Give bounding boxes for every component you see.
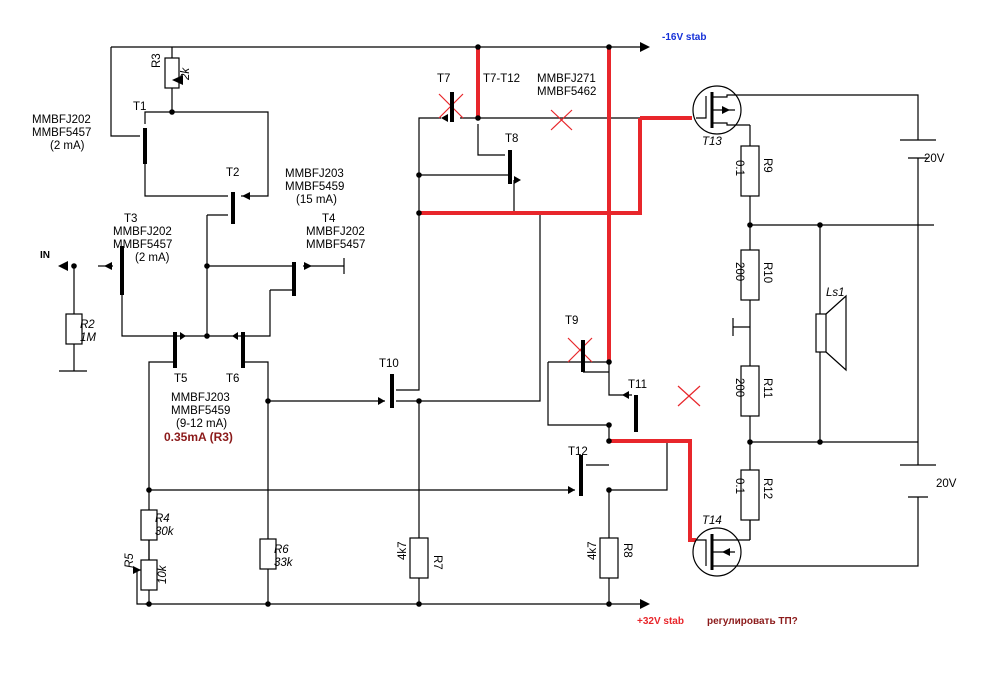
r11-value: 200 bbox=[733, 378, 745, 397]
t3-model1: MMBFJ202 bbox=[113, 226, 172, 238]
battery-bottom-label: 20V bbox=[936, 478, 957, 490]
resistors bbox=[65, 57, 760, 591]
r4-name: R4 bbox=[155, 513, 170, 525]
r8-name: R8 bbox=[621, 543, 633, 558]
r9-name: R9 bbox=[761, 158, 773, 173]
t5-name: T5 bbox=[174, 373, 187, 385]
r12-name: R12 bbox=[761, 478, 773, 499]
r11-body bbox=[740, 365, 760, 417]
labels: -16V stab +32V stab регулировать ТП? IN … bbox=[32, 32, 957, 627]
t1-model1: MMBFJ202 bbox=[32, 114, 91, 126]
t11-name: T11 bbox=[628, 379, 647, 391]
t9-name: T9 bbox=[565, 315, 578, 327]
wires bbox=[59, 46, 934, 605]
t2-name: T2 bbox=[226, 167, 239, 179]
supply-neg-label: -16V stab bbox=[662, 32, 706, 43]
t56-model2: MMBF5459 bbox=[171, 405, 230, 417]
t14-name: T14 bbox=[702, 515, 722, 527]
r5-body bbox=[140, 559, 158, 591]
removed-markers bbox=[438, 93, 701, 407]
r2-name: R2 bbox=[80, 319, 95, 331]
battery-top-label: 20V bbox=[924, 153, 945, 165]
t56-model1: MMBFJ203 bbox=[171, 392, 230, 404]
in-label: IN bbox=[40, 250, 50, 261]
t8-name: T8 bbox=[505, 133, 518, 145]
r6-name: R6 bbox=[274, 544, 289, 556]
junctions bbox=[71, 44, 823, 607]
t12-name: T12 bbox=[568, 446, 588, 458]
r11-name: R11 bbox=[761, 378, 773, 398]
r2-value: 1M bbox=[80, 332, 96, 344]
supply-note: регулировать ТП? bbox=[707, 616, 798, 627]
t4-model1: MMBFJ202 bbox=[306, 226, 365, 238]
t4-name: T4 bbox=[322, 213, 336, 225]
speaker-name: Ls1 bbox=[826, 287, 845, 299]
r10-body bbox=[740, 249, 760, 301]
t7-range: T7-T12 bbox=[483, 73, 520, 85]
r7-body bbox=[409, 537, 429, 579]
t2-model2: MMBF5459 bbox=[285, 181, 344, 193]
t6-name: T6 bbox=[226, 373, 239, 385]
t56-highlight: 0.35mA (R3) bbox=[164, 430, 233, 444]
t1-model2: MMBF5457 bbox=[32, 127, 91, 139]
t1-current: (2 mA) bbox=[50, 140, 85, 152]
mosfet-t13-icon bbox=[692, 85, 750, 135]
speaker-icon bbox=[815, 294, 847, 372]
supply-pos-label: +32V stab bbox=[637, 616, 684, 627]
highlighted-wires bbox=[419, 45, 696, 542]
r4-value: 30k bbox=[155, 526, 175, 538]
t7-model1: MMBFJ271 bbox=[537, 73, 596, 85]
r6-body bbox=[259, 538, 277, 570]
transistor-bars bbox=[120, 92, 638, 496]
t13-name: T13 bbox=[702, 136, 722, 148]
t2-current: (15 mA) bbox=[296, 194, 337, 206]
t3-current: (2 mA) bbox=[135, 252, 170, 264]
t7-name: T7 bbox=[437, 73, 450, 85]
r7-value: 4k7 bbox=[397, 541, 409, 560]
t56-current: (9-12 mA) bbox=[176, 418, 227, 430]
r5-value: 10k bbox=[157, 564, 169, 584]
gate-arrows bbox=[58, 42, 650, 609]
r10-value: 200 bbox=[733, 262, 745, 281]
r8-body bbox=[599, 537, 619, 579]
r8-value: 4k7 bbox=[587, 541, 599, 560]
t4-model2: MMBF5457 bbox=[306, 239, 365, 251]
mosfet-t14-icon bbox=[692, 527, 750, 577]
t7-model2: MMBF5462 bbox=[537, 86, 596, 98]
r3-value: 2k bbox=[180, 67, 192, 81]
r9-value: 0.1 bbox=[733, 160, 745, 176]
t3-model2: MMBF5457 bbox=[113, 239, 172, 251]
r3-body bbox=[164, 57, 180, 89]
r12-value: 0.1 bbox=[733, 478, 745, 494]
r10-name: R10 bbox=[761, 262, 773, 283]
r9-body bbox=[740, 145, 760, 197]
t10-name: T10 bbox=[379, 358, 399, 370]
batteries bbox=[900, 139, 936, 498]
t2-model1: MMBFJ203 bbox=[285, 168, 344, 180]
r2-body bbox=[65, 313, 83, 345]
t3-name: T3 bbox=[124, 213, 137, 225]
t1-name: T1 bbox=[133, 101, 146, 113]
r6-value: 33k bbox=[274, 557, 294, 569]
r7-name: R7 bbox=[431, 555, 443, 570]
r5-name: R5 bbox=[124, 553, 136, 568]
r3-name: R3 bbox=[151, 53, 163, 68]
